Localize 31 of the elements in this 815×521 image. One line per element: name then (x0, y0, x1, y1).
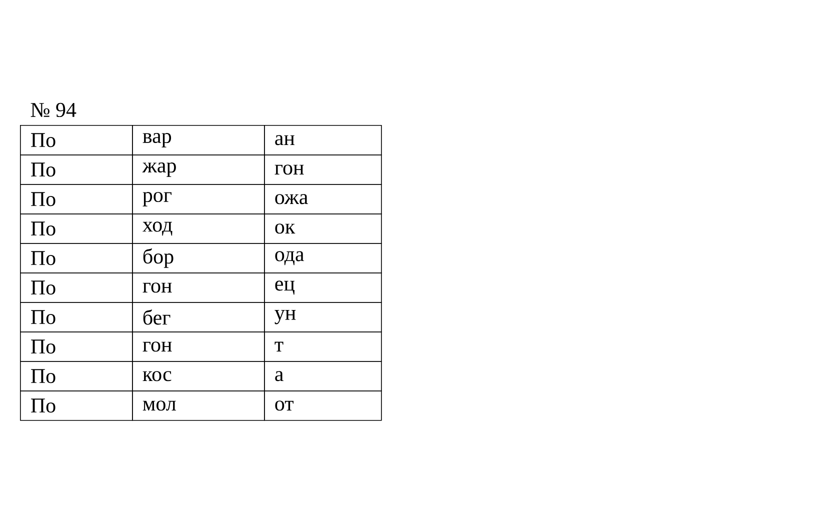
table-cell: По (20, 331, 133, 362)
table-cell: вар (132, 124, 265, 156)
table-cell: гон (264, 154, 382, 185)
table-cell: По (20, 242, 133, 274)
table-cell: от (264, 390, 382, 421)
table-cell: гон (132, 272, 265, 303)
table-cell: рог (132, 184, 265, 214)
table-cell: мол (132, 390, 265, 421)
table-cell: т (264, 331, 382, 362)
table-cell: По (20, 360, 133, 392)
table-cell: По (20, 154, 133, 185)
table-cell: а (264, 360, 382, 392)
table-cell: По (20, 124, 133, 156)
table-cell: По (20, 213, 133, 244)
table-cell: кос (132, 360, 265, 392)
table-cell: ход (132, 213, 265, 244)
table-cell: жар (132, 154, 265, 185)
table-cell: По (20, 272, 133, 303)
table-cell: ан (264, 124, 382, 156)
table-cell: ожа (264, 184, 382, 214)
table-cell: ун (264, 302, 382, 332)
table-cell: По (20, 390, 133, 421)
table-cell: ода (264, 242, 382, 274)
table-cell: ец (264, 272, 382, 303)
table-cell: По (20, 302, 133, 332)
task-number: № 94 (30, 102, 76, 118)
table-cell: бег (132, 302, 265, 332)
table-cell: бор (132, 242, 265, 274)
table-cell: ок (264, 213, 382, 244)
table-cell: гон (132, 331, 265, 362)
table-cell: По (20, 184, 133, 214)
